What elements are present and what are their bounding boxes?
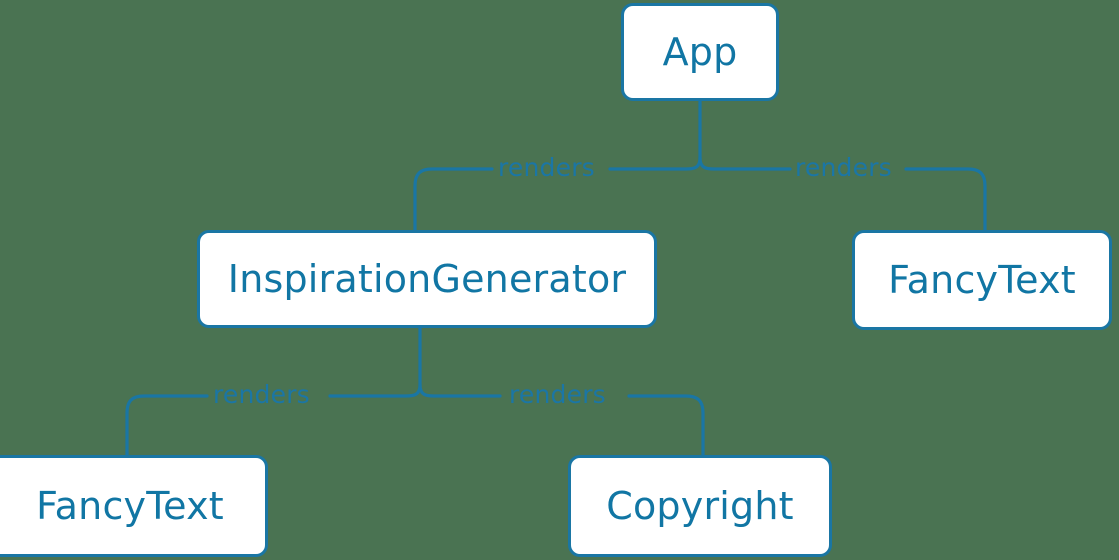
edge-label-app-to-inspirationgenerator: renders xyxy=(498,153,595,182)
node-copyright[interactable]: Copyright xyxy=(568,455,832,557)
node-fancytext-right[interactable]: FancyText xyxy=(852,230,1112,330)
edge-label-ig-to-copyright: renders xyxy=(509,380,606,409)
node-copyright-label: Copyright xyxy=(606,484,794,528)
node-inspirationgenerator[interactable]: InspirationGenerator xyxy=(197,230,657,328)
node-app-label: App xyxy=(662,30,738,74)
edge-label-ig-to-fancytext-bottom: renders xyxy=(213,380,310,409)
node-fancytext-bottom[interactable]: FancyText xyxy=(0,455,268,557)
node-app[interactable]: App xyxy=(621,3,779,101)
edge-label-app-to-fancytext-right: renders xyxy=(795,153,892,182)
node-fancytext-right-label: FancyText xyxy=(888,258,1076,302)
node-fancytext-bottom-label: FancyText xyxy=(36,484,224,528)
node-inspirationgenerator-label: InspirationGenerator xyxy=(227,257,627,301)
